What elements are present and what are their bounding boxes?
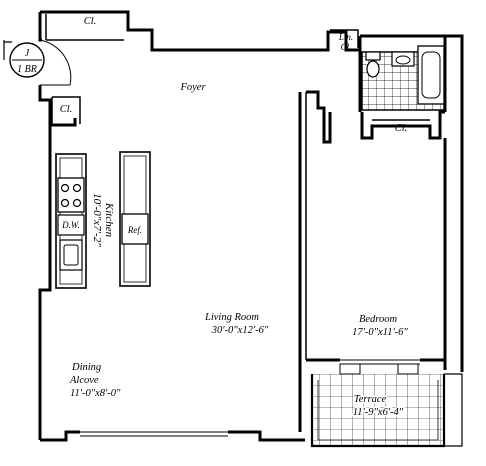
bathroom (361, 45, 445, 111)
refrigerator (121, 213, 149, 245)
label-closet-left: Cl. (60, 104, 73, 115)
label-refrigerator: Ref. (127, 225, 142, 235)
label-closet-bedroom: Cl. (395, 123, 408, 134)
label-linen-closet-2: Cl. (341, 42, 352, 52)
label-bedroom-name: Bedroom (359, 314, 398, 325)
unit-badge: J 1 BR (3, 40, 45, 78)
label-dining-line2: Alcove (69, 375, 99, 386)
label-kitchen-dims: 10'-0"x7'-2" (91, 193, 103, 247)
unit-badge-type: 1 BR (17, 64, 37, 75)
label-living-room-name: Living Room (204, 312, 259, 323)
unit-badge-letter: J (25, 48, 30, 59)
label-dining-line1: Dining (71, 362, 101, 373)
label-dishwasher: D.W. (61, 220, 80, 230)
label-kitchen-name: Kitchen (103, 202, 115, 238)
label-linen-closet-1: Lin. (338, 32, 353, 42)
terrace (310, 363, 463, 448)
label-terrace-name: Terrace (354, 394, 387, 405)
label-bedroom-dims: 17'-0"x11'-6" (352, 327, 408, 338)
kitchen (55, 151, 151, 289)
label-foyer: Foyer (179, 82, 206, 93)
label-living-room-dims: 30'-0"x12'-6" (211, 325, 269, 336)
room-labels: Cl. Lin. Cl. Foyer Cl. Cl. D.W. Ref. Kit… (60, 16, 409, 420)
range (57, 177, 85, 213)
walls (38, 10, 464, 442)
dishwasher (57, 214, 85, 236)
label-closet-top: Cl. (84, 16, 97, 27)
label-terrace-dims: 11'-9"x6'-4" (353, 407, 404, 418)
label-dining-dims: 11'-0"x8'-0" (70, 388, 121, 399)
